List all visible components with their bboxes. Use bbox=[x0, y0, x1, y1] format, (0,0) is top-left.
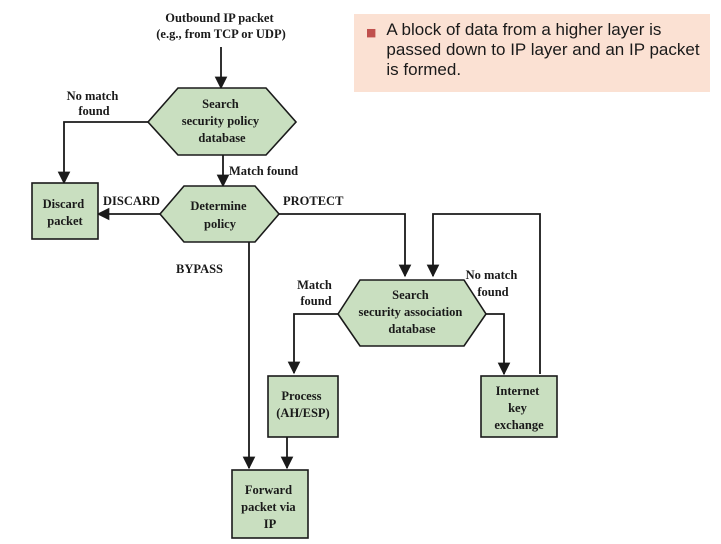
input-label: Outbound IP packet (e.g., from TCP or UD… bbox=[156, 11, 286, 41]
note-text: A block of data from a higher layer is p… bbox=[386, 20, 700, 79]
match-found-label-sad: Match found bbox=[297, 278, 335, 308]
svg-text:Process (AH/ESP): Process (AH/ESP) bbox=[276, 389, 329, 420]
no-match-label-sad: No match found bbox=[466, 268, 521, 299]
protect-edge-label: PROTECT bbox=[283, 194, 344, 208]
process-label-line: Process bbox=[281, 389, 321, 403]
svg-text:Internet key excha: Internet key exchange bbox=[494, 384, 544, 432]
discard-label-line: packet bbox=[47, 214, 83, 228]
note-callout: ■ A block of data from a higher layer is… bbox=[354, 14, 710, 92]
arrow-sad-to-process bbox=[287, 313, 338, 375]
match-found-line: Match bbox=[297, 278, 332, 292]
internet-key-exchange-node: Internet key exchange bbox=[480, 375, 558, 438]
forward-packet-node: Forward packet via IP bbox=[231, 469, 309, 539]
search-sad-node: Search security association database bbox=[337, 279, 487, 347]
discard-packet-node: Discard packet bbox=[31, 182, 99, 240]
svg-text:Forward packet via: Forward packet via IP bbox=[241, 483, 299, 531]
forward-label-line: Forward bbox=[245, 483, 292, 497]
svg-text:Search security policy: Search security policy database bbox=[182, 97, 263, 145]
process-ah-esp-node: Process (AH/ESP) bbox=[267, 375, 339, 438]
spd-label-line: security policy bbox=[182, 114, 260, 128]
determine-policy-node: Determine policy bbox=[158, 185, 281, 243]
no-match-line: No match bbox=[67, 89, 119, 103]
no-match-line: found bbox=[477, 285, 508, 299]
discard-label-line: Discard bbox=[43, 197, 85, 211]
forward-label-line: IP bbox=[264, 517, 277, 531]
ike-label-line: exchange bbox=[494, 418, 544, 432]
input-label-line: Outbound IP packet bbox=[165, 11, 274, 25]
match-found-label-spd: Match found bbox=[229, 164, 298, 178]
input-label-line: (e.g., from TCP or UDP) bbox=[156, 27, 286, 41]
arrow-determine-to-sad bbox=[279, 213, 412, 278]
arrow-ike-loop-to-sad bbox=[426, 213, 541, 374]
bypass-edge-label: BYPASS bbox=[176, 262, 223, 276]
svg-text:Discard packet: Discard packet bbox=[43, 197, 88, 228]
spd-label-line: Search bbox=[202, 97, 239, 111]
no-match-line: found bbox=[78, 104, 109, 118]
svg-text:Search security associat: Search security association database bbox=[359, 288, 466, 336]
svg-text:Determine policy: Determine policy bbox=[190, 199, 249, 231]
arrow-sad-to-ike bbox=[486, 313, 511, 376]
process-label-line: (AH/ESP) bbox=[276, 406, 329, 420]
connectors bbox=[57, 47, 541, 470]
sad-label-line: Search bbox=[392, 288, 429, 302]
ike-label-line: Internet bbox=[496, 384, 541, 398]
arrow-spd-to-discard bbox=[57, 121, 148, 185]
search-spd-node: Search security policy database bbox=[146, 87, 298, 156]
no-match-label-spd: No match found bbox=[67, 89, 122, 118]
determine-label-line: policy bbox=[204, 217, 237, 231]
sad-label-line: database bbox=[388, 322, 436, 336]
sad-label-line: security association bbox=[359, 305, 463, 319]
no-match-line: No match bbox=[466, 268, 518, 282]
forward-label-line: packet via bbox=[241, 500, 296, 514]
discard-edge-label: DISCARD bbox=[103, 194, 160, 208]
spd-label-line: database bbox=[198, 131, 246, 145]
determine-label-line: Determine bbox=[190, 199, 247, 213]
bullet-square-icon: ■ bbox=[366, 26, 377, 39]
ike-label-line: key bbox=[508, 401, 528, 415]
match-found-line: found bbox=[300, 294, 331, 308]
